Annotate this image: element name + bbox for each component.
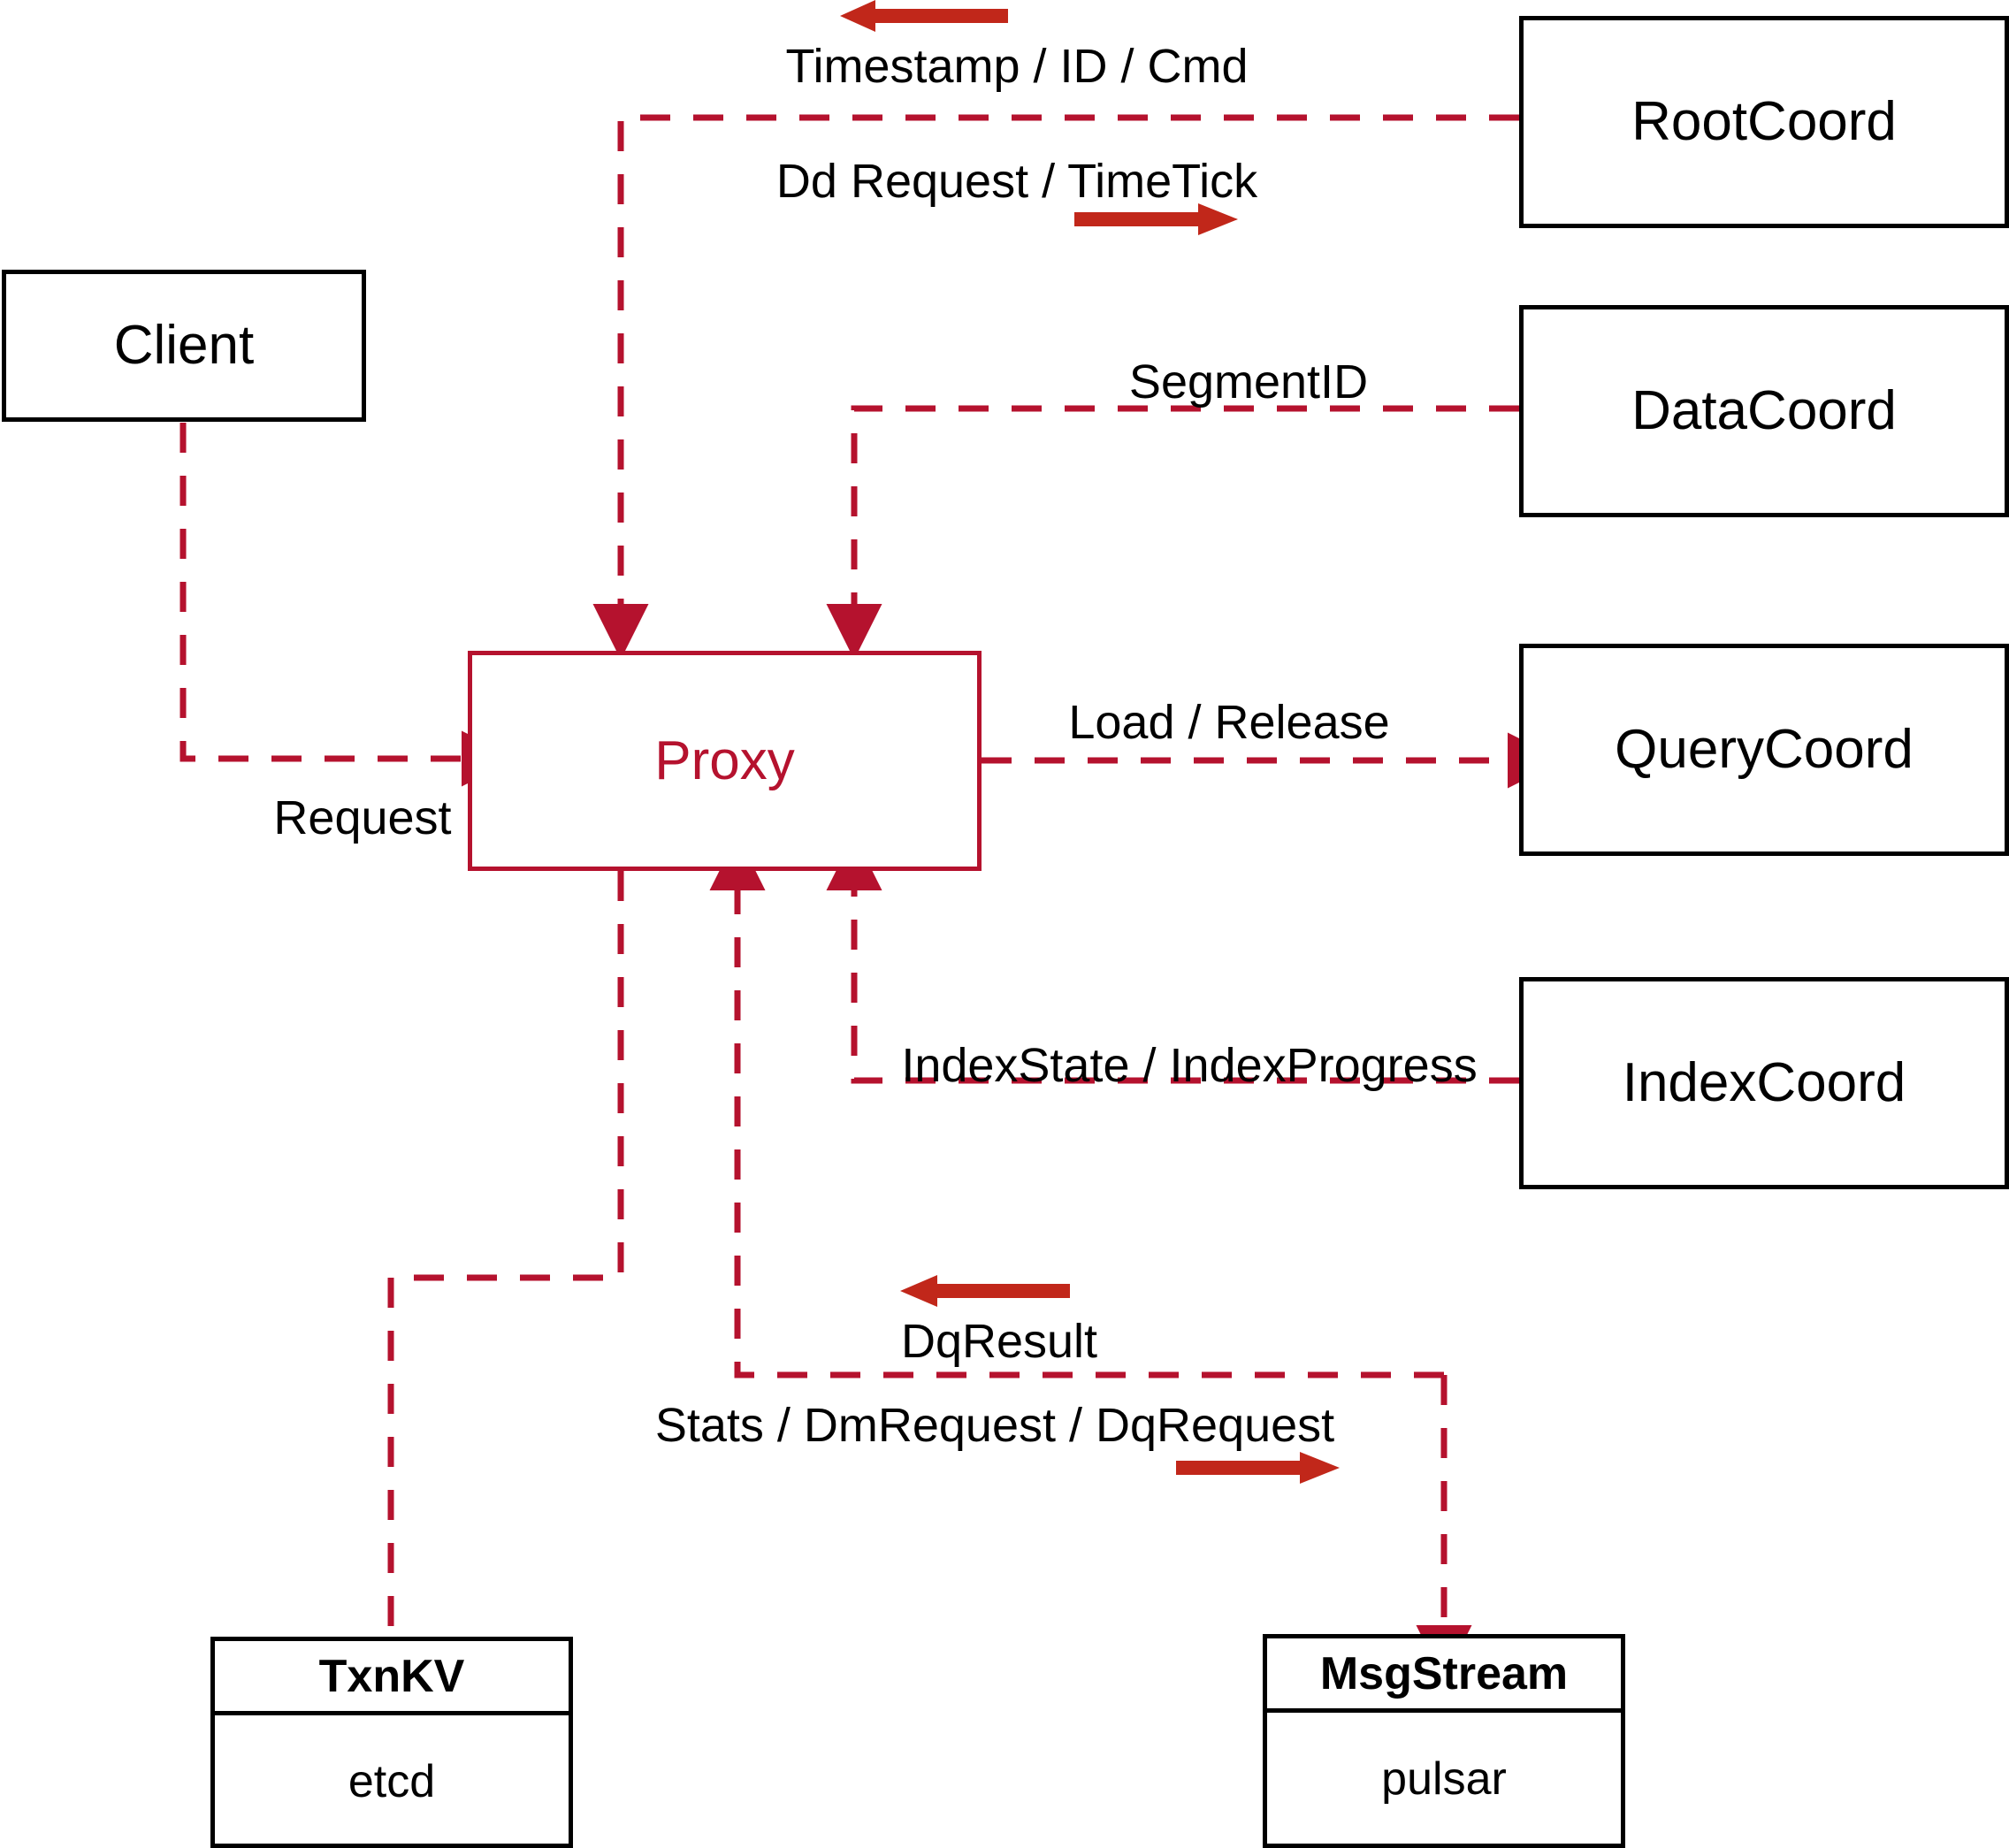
node-msg-stream-header: MsgStream xyxy=(1267,1638,1621,1713)
edge-dq-result xyxy=(709,835,1444,1378)
edge-label-index-state: IndexState / IndexProgress xyxy=(901,1039,1478,1092)
edge-segment-id xyxy=(826,405,1519,660)
node-index-coord[interactable]: IndexCoord xyxy=(1519,977,2009,1189)
edge-label-dq-result: DqResult xyxy=(900,1315,1098,1368)
direction-arrow-dd-request xyxy=(1074,203,1238,235)
direction-arrow-stats xyxy=(1176,1452,1340,1484)
node-query-coord[interactable]: QueryCoord xyxy=(1519,644,2009,856)
edge-label-segment-id: SegmentID xyxy=(1128,355,1369,409)
edge-label-timestamp-id-cmd: Timestamp / ID / Cmd xyxy=(785,40,1249,93)
node-proxy[interactable]: Proxy xyxy=(468,651,982,871)
edge-label-request: Request xyxy=(273,791,452,844)
node-txn-kv-title: TxnKV xyxy=(318,1650,465,1702)
node-index-coord-label: IndexCoord xyxy=(1622,1052,1906,1113)
node-txn-kv-impl: etcd xyxy=(348,1756,436,1807)
node-msg-stream-impl: pulsar xyxy=(1381,1753,1507,1805)
edge-request xyxy=(180,423,517,787)
direction-arrow-timestamp xyxy=(840,0,1008,32)
node-txn-kv-header: TxnKV xyxy=(215,1641,569,1715)
node-msg-stream[interactable]: MsgStream pulsar xyxy=(1263,1634,1625,1848)
edge-label-load-release: Load / Release xyxy=(1068,696,1390,749)
node-msg-stream-title: MsgStream xyxy=(1319,1647,1569,1699)
node-client[interactable]: Client xyxy=(2,270,366,422)
node-query-coord-label: QueryCoord xyxy=(1615,719,1914,780)
node-data-coord-label: DataCoord xyxy=(1631,380,1897,441)
node-root-coord-label: RootCoord xyxy=(1631,91,1897,152)
node-txn-kv[interactable]: TxnKV etcd xyxy=(210,1637,573,1848)
node-root-coord[interactable]: RootCoord xyxy=(1519,16,2009,228)
node-msg-stream-body: pulsar xyxy=(1267,1713,1621,1845)
edge-txnkv xyxy=(387,871,624,1637)
node-proxy-label: Proxy xyxy=(654,729,795,791)
node-txn-kv-body: etcd xyxy=(215,1715,569,1848)
edge-label-stats-dm-dq: Stats / DmRequest / DqRequest xyxy=(654,1399,1335,1452)
node-client-label: Client xyxy=(113,315,255,376)
node-data-coord[interactable]: DataCoord xyxy=(1519,305,2009,517)
edge-label-dd-request-timetick: Dd Request / TimeTick xyxy=(775,155,1258,208)
direction-arrow-dqresult xyxy=(900,1275,1070,1307)
